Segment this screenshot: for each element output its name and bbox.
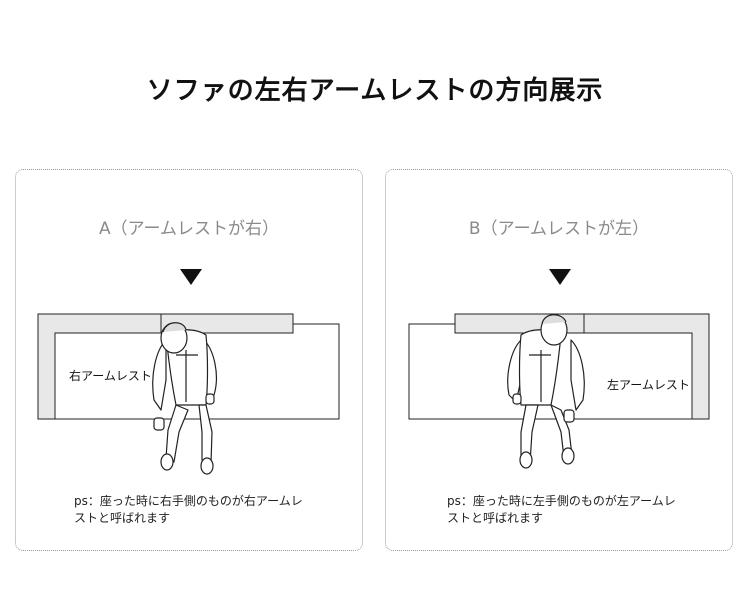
arm-label-left: 左アームレスト <box>607 378 690 392</box>
person-figure-icon <box>152 322 217 475</box>
page-title: ソファの左右アームレストの方向展示 <box>146 76 604 106</box>
note-a: ps：座った時に右手側のものが右アームレストと呼ばれます <box>74 494 303 525</box>
panel-b: B（アームレストが左） 左アームレスト ps：座った時に左手側のものが左アームレ… <box>385 169 733 551</box>
sofa-diagram-a <box>37 313 340 475</box>
sofa-armrest <box>37 313 294 420</box>
panel-b-label: B（アームレストが左） <box>468 219 650 239</box>
panel-a-label: A（アームレストが右） <box>98 219 280 239</box>
arm-label-right: 右アームレスト <box>69 369 152 383</box>
down-triangle-icon <box>180 269 202 285</box>
panel-a: A（アームレストが右） 右アームレスト ps：座った時に右手側のものが右アームレ… <box>15 169 363 551</box>
sofa-armrest <box>454 313 710 420</box>
down-triangle-icon <box>549 269 571 285</box>
person-figure-icon <box>507 314 585 469</box>
sofa-diagram-b <box>408 313 710 469</box>
note-b: ps：座った時に左手側のものが左アームレストと呼ばれます <box>447 494 676 525</box>
